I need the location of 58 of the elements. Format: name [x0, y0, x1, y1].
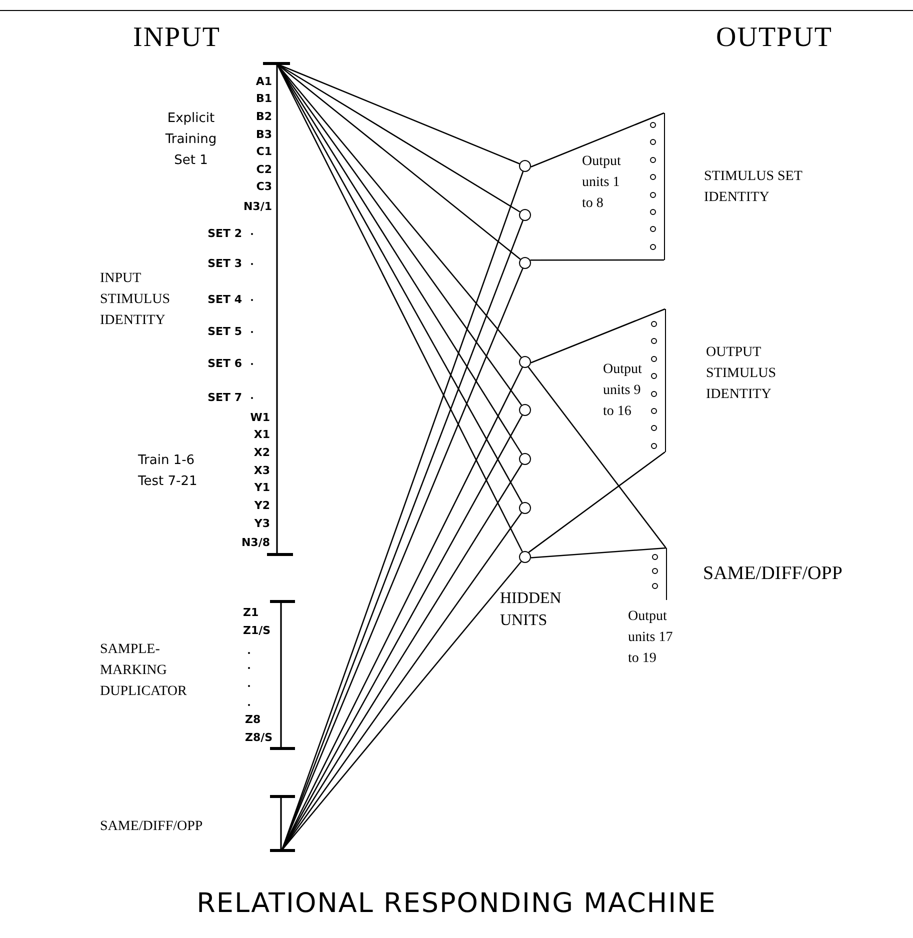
hidden-unit	[519, 404, 531, 416]
layer-label: OUTPUT STIMULUS IDENTITY	[706, 344, 778, 404]
group-label: SAME/DIFF/OPP	[100, 818, 203, 836]
input-bar	[268, 795, 296, 852]
layer-label: STIMULUS SET IDENTITY	[704, 168, 804, 207]
hidden-unit	[519, 257, 531, 269]
group-label: SAMPLE- MARKING DUPLICATOR	[100, 641, 188, 701]
connection-line	[530, 112, 664, 168]
diagram-title: RELATIONAL RESPONDING MACHINE	[196, 888, 718, 919]
input-unit-label: SET 6	[208, 357, 242, 371]
connection-line	[530, 259, 664, 261]
layer-text: Output units 17 to 19	[628, 608, 674, 668]
input-unit-label: Y2	[254, 499, 270, 513]
group-label: HIDDEN UNITS	[500, 589, 562, 631]
input-unit-label: SET 5	[208, 325, 242, 339]
layer-text: Output units 9 to 16	[603, 361, 643, 421]
input-unit-label: Z8/S	[245, 731, 273, 745]
input-unit-label: X3	[254, 464, 270, 478]
input-unit-label: X2	[254, 446, 270, 460]
input-unit-label: N3/1	[243, 200, 272, 214]
layer-heading: OUTPUT	[716, 22, 832, 54]
input-unit-label: B1	[256, 92, 272, 106]
input-unit-label: SET 7	[208, 391, 242, 405]
hidden-unit	[519, 356, 531, 368]
layer-label: SAME/DIFF/OPP	[703, 562, 842, 586]
connection-line	[528, 451, 666, 553]
connection-line	[528, 366, 667, 548]
input-unit-label: A1	[256, 75, 272, 89]
input-unit-label: B2	[256, 110, 272, 124]
input-unit-label: Y3	[254, 517, 270, 531]
layer-heading: INPUT	[133, 22, 220, 54]
group-label: INPUT STIMULUS IDENTITY	[100, 270, 172, 330]
input-unit-label: SET 2	[208, 227, 242, 241]
layer-text: Output units 1 to 8	[582, 153, 622, 213]
group-label: Train 1-6 Test 7-21	[138, 452, 198, 491]
input-unit-label: Z8	[245, 713, 261, 727]
hidden-unit	[519, 502, 531, 514]
input-unit-label: C3	[256, 180, 272, 194]
connection-line	[530, 547, 666, 558]
input-unit-label: Y1	[254, 481, 270, 495]
connection-line	[530, 308, 666, 364]
input-unit-label: SET 4	[208, 293, 242, 307]
hidden-unit	[519, 160, 531, 172]
input-unit-label: SET 3	[208, 257, 242, 271]
hidden-unit	[519, 551, 531, 563]
input-unit-label: C1	[256, 145, 272, 159]
input-unit-label: B3	[256, 128, 272, 142]
input-unit-label: Z1/S	[243, 624, 271, 638]
group-label: Explicit Training Set 1	[164, 110, 218, 170]
input-unit-label: N3/8	[241, 536, 270, 550]
input-unit-label: Z1	[243, 606, 259, 620]
input-unit-label: X1	[254, 428, 270, 442]
hidden-unit	[519, 453, 531, 465]
connection-line	[276, 64, 521, 260]
output-layer	[601, 309, 666, 452]
input-unit-label: C2	[256, 163, 272, 177]
input-unit-label: W1	[250, 411, 270, 425]
hidden-unit	[519, 209, 531, 221]
